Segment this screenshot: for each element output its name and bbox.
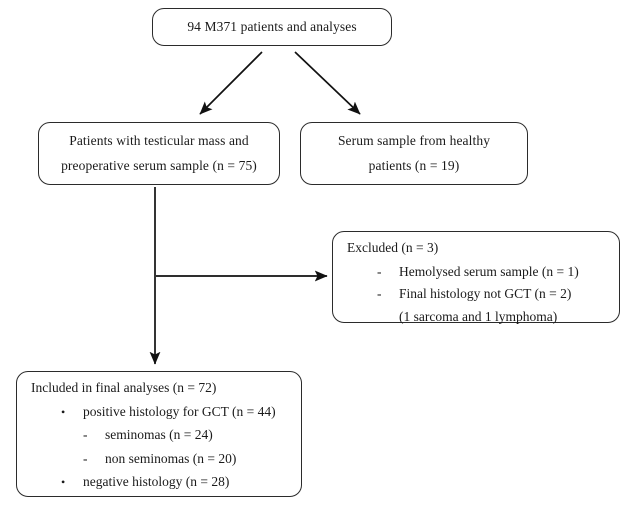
dash-marker: - [83,450,88,466]
node-total-cohort: 94 M371 patients and analyses [152,8,392,46]
list-item: - non seminomas (n = 20) [31,450,301,466]
dash-marker: - [83,427,88,442]
node-healthy-serum-samples: Serum sample from healthy patients (n = … [300,122,528,185]
node-excluded-continuation-text: (1 sarcoma and 1 lymphoma) [399,308,558,324]
dash-marker: - [377,263,382,279]
bullet-marker: • [61,404,66,419]
node-included-final-analyses: Included in final analyses (n = 72) • po… [16,371,302,497]
arrow-top-to-patients [199,51,263,115]
node-excluded: Excluded (n = 3) - Hemolysed serum sampl… [332,231,620,323]
node-excluded-continuation: (1 sarcoma and 1 lymphoma) [347,308,619,324]
list-item-text: non seminomas (n = 20) [105,450,237,466]
node-excluded-heading-text: Excluded (n = 3) [347,240,439,255]
dash-marker: - [377,286,382,301]
list-item: - Final histology not GCT (n = 2) [347,287,619,301]
node-included-content: Included in final analyses (n = 72) • po… [17,372,301,489]
node-included-heading-text: Included in final analyses (n = 72) [31,380,217,395]
list-item: • negative histology (n = 28) [31,475,301,489]
list-item-text: Hemolysed serum sample (n = 1) [399,263,579,279]
list-item-text: negative histology (n = 28) [83,474,230,489]
node-healthy-line-2: patients (n = 19) [368,158,460,173]
node-excluded-content: Excluded (n = 3) - Hemolysed serum sampl… [333,232,619,323]
list-item: • positive histology for GCT (n = 44) [31,403,301,419]
node-excluded-heading: Excluded (n = 3) [347,241,619,255]
node-patients-with-testicular-mass: Patients with testicular mass and preope… [38,122,280,185]
list-item: - Hemolysed serum sample (n = 1) [347,263,619,279]
node-healthy-line-1: Serum sample from healthy [337,132,491,148]
node-patients-line-1: Patients with testicular mass and [69,132,249,148]
node-included-heading: Included in final analyses (n = 72) [31,381,301,395]
node-total-cohort-line-1: 94 M371 patients and analyses [187,18,357,34]
list-item-text: positive histology for GCT (n = 44) [83,403,276,419]
list-item: - seminomas (n = 24) [31,428,301,442]
bullet-marker: • [61,475,66,489]
list-item-text: Final histology not GCT (n = 2) [399,286,572,301]
node-patients-line-2: preoperative serum sample (n = 75) [61,158,257,173]
list-item-text: seminomas (n = 24) [105,427,213,442]
arrow-top-to-healthy [294,51,361,115]
